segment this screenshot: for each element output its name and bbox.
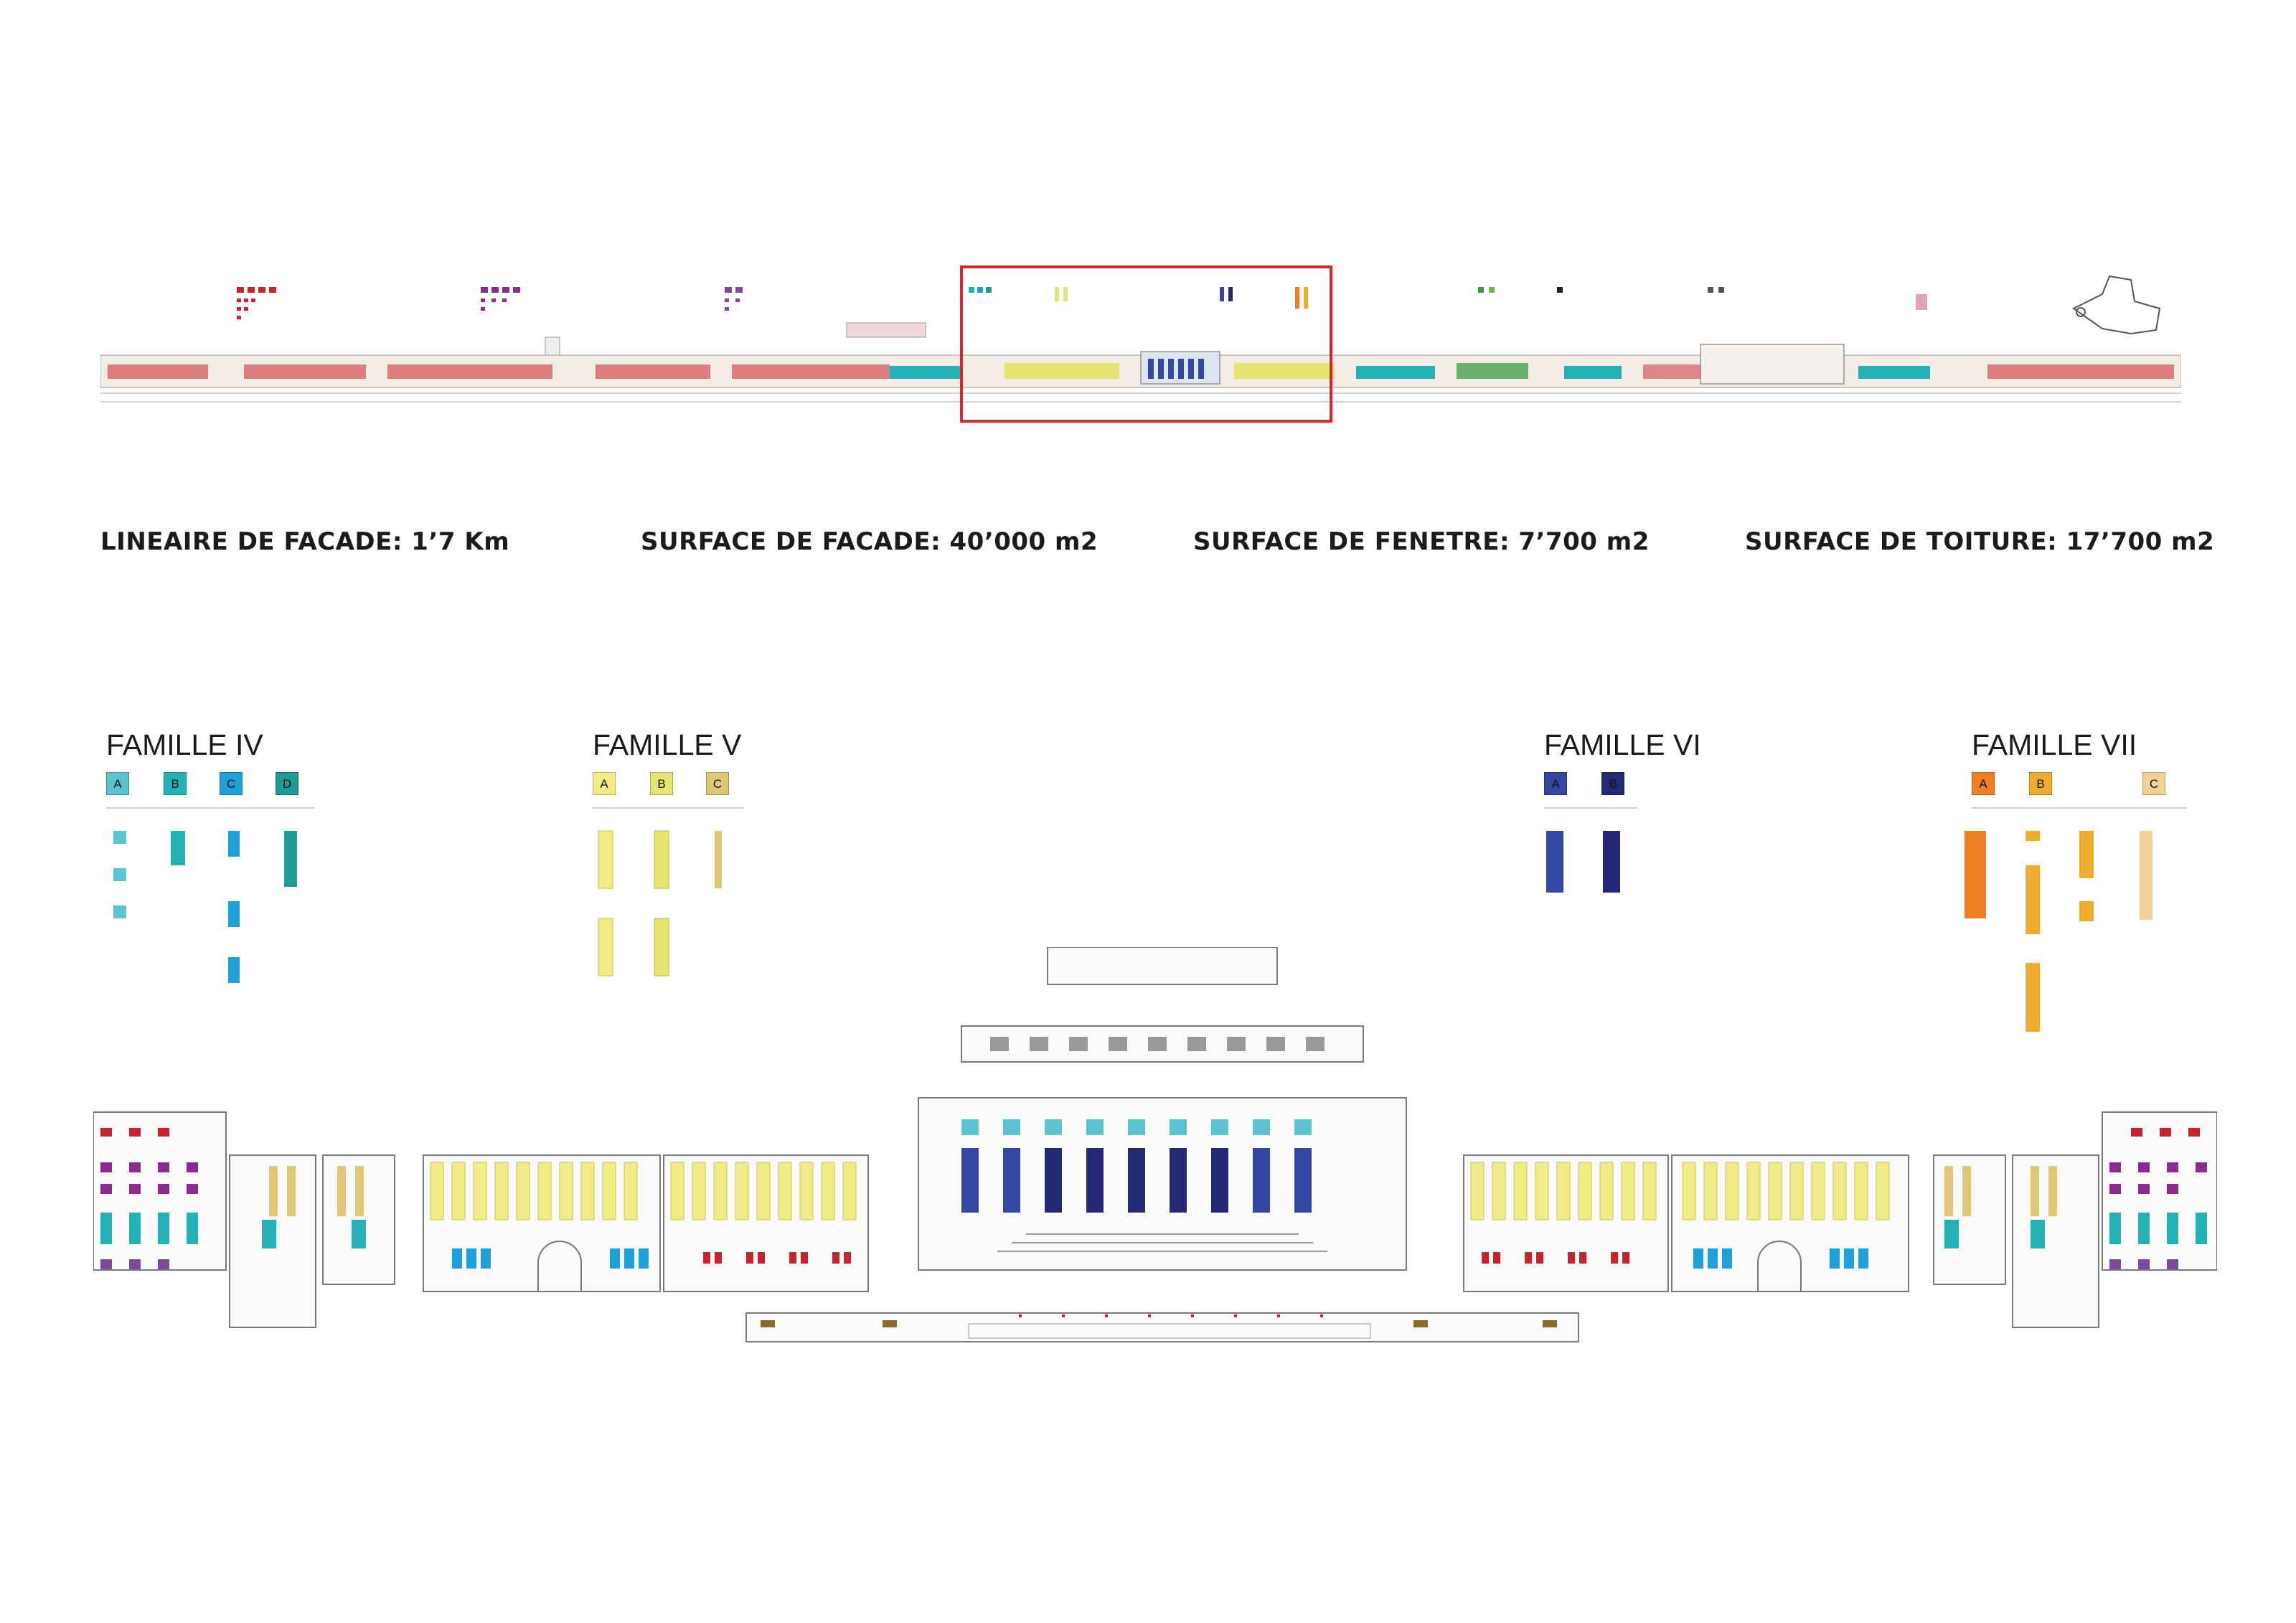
podium-base xyxy=(745,1312,1579,1342)
swatch-famille-vii-b: B xyxy=(2029,772,2052,795)
overview-legend-famille-iv-v-vi-vii xyxy=(969,287,1308,309)
stat-lineaire-facade: LINEAIRE DE FACADE: 1’7 Km xyxy=(100,527,510,556)
facade-overview-strip xyxy=(100,265,2181,423)
famille-iv-title: FAMILLE IV xyxy=(106,728,263,761)
famille-vii-samples xyxy=(1965,831,2152,1032)
overview-legend-famille-viii-ix-x xyxy=(1478,287,1927,310)
swatch-famille-iv-b: B xyxy=(164,772,187,795)
overview-legend-famille-ii xyxy=(481,287,520,311)
famille-iv-rule xyxy=(106,807,314,809)
left-wing-lower-windows xyxy=(452,1248,851,1269)
right-arch-door xyxy=(1757,1241,1802,1292)
main-facade-elevation xyxy=(93,947,2217,1342)
swatch-famille-vi-a: A xyxy=(1544,772,1567,795)
roof-attic xyxy=(1047,947,1278,985)
famille-vi-rule xyxy=(1544,807,1637,809)
famille-iv-legend: FAMILLE IV A B C D xyxy=(106,728,298,801)
swatch-famille-v-b: B xyxy=(650,772,673,795)
central-steps xyxy=(997,1233,1327,1252)
swatch-famille-v-c: C xyxy=(706,772,729,795)
overview-legend-famille-iii xyxy=(725,287,743,311)
famille-v-samples xyxy=(598,830,722,977)
focus-highlight-frame xyxy=(960,265,1332,423)
central-pavilion xyxy=(918,1097,1407,1271)
famille-v-legend: FAMILLE V A B C xyxy=(593,728,741,801)
stat-surface-facade: SURFACE DE FACADE: 40’000 m2 xyxy=(641,527,1098,556)
site-plan-thumbnail xyxy=(2072,275,2161,335)
famille-vii-legend: FAMILLE VII A B C xyxy=(1972,728,2165,801)
swatch-famille-iv-d: D xyxy=(276,772,298,795)
swatch-famille-vi-b: B xyxy=(1601,772,1624,795)
swatch-famille-v-a: A xyxy=(593,772,616,795)
famille-vi-title: FAMILLE VI xyxy=(1544,728,1701,761)
stat-surface-fenetre: SURFACE DE FENETRE: 7’700 m2 xyxy=(1193,527,1650,556)
central-top-windows xyxy=(961,1119,1312,1135)
stat-surface-toiture: SURFACE DE TOITURE: 17’700 m2 xyxy=(1745,527,2215,556)
left-outer-wing-windows xyxy=(100,1128,366,1269)
swatch-famille-vii-a: A xyxy=(1972,772,1995,795)
central-tall-windows xyxy=(961,1148,1312,1213)
swatch-famille-vii-c: C xyxy=(2142,772,2165,795)
famille-vi-legend: FAMILLE VI A B xyxy=(1544,728,1701,801)
famille-iv-samples xyxy=(113,831,297,983)
famille-v-rule xyxy=(593,807,743,809)
roof-windows xyxy=(990,1037,1325,1051)
right-wing-lower-windows xyxy=(1482,1248,1868,1269)
overview-legend-famille-i xyxy=(237,287,276,319)
famille-v-title: FAMILLE V xyxy=(593,728,742,761)
right-outer-wing-windows xyxy=(1944,1128,2207,1269)
overview-zone-scale xyxy=(100,392,2181,403)
famille-vii-rule xyxy=(1972,807,2187,809)
podium-details xyxy=(761,1314,1557,1339)
overview-facade-band xyxy=(100,322,2181,388)
famille-vi-samples xyxy=(1546,831,1620,893)
window-type-samples xyxy=(113,830,2152,1032)
left-arch-door xyxy=(537,1241,582,1292)
swatch-famille-iv-a: A xyxy=(106,772,129,795)
famille-vii-title: FAMILLE VII xyxy=(1972,728,2137,761)
left-wing-yellow-windows xyxy=(430,1162,857,1220)
right-wing-yellow-windows xyxy=(1470,1162,1890,1220)
swatch-famille-iv-c: C xyxy=(220,772,243,795)
